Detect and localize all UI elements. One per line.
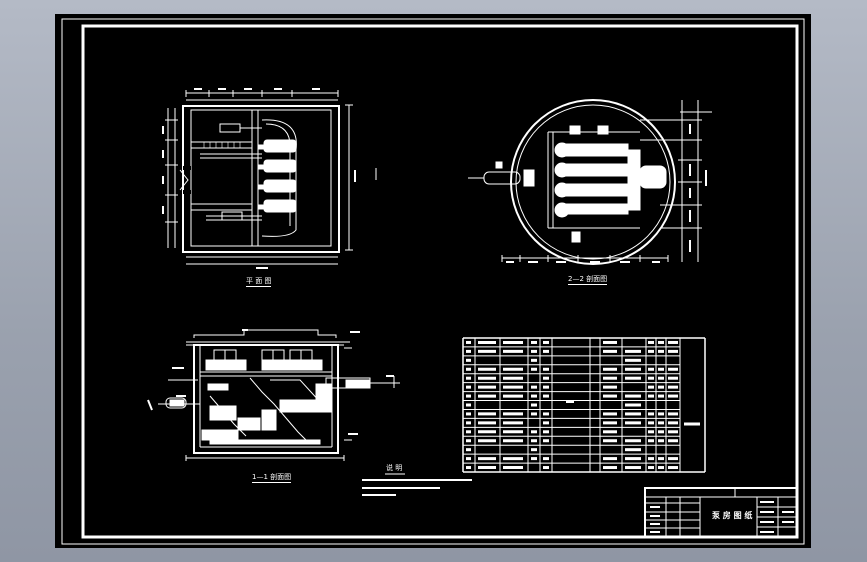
plan-pumps: [257, 139, 297, 213]
section-2-2-dimension-text: [506, 124, 707, 263]
section-1-1-view: [158, 329, 400, 461]
outer-border: [61, 18, 805, 545]
section-1-1-dimension-text: [147, 329, 394, 435]
section-1-1-caption: 1—1 剖面图: [252, 473, 292, 483]
section-2-2-pumps: [495, 125, 667, 243]
section-2-2-view: [468, 99, 712, 265]
section-1-1-equipment: [169, 359, 371, 445]
title-block-text: [650, 501, 794, 533]
inner-border: [81, 24, 799, 539]
notes-text-lines: [362, 473, 472, 496]
equipment-table: [462, 337, 706, 473]
drawing-sheet: [55, 14, 811, 548]
notes-heading: 说 明: [386, 464, 403, 472]
section-2-2-caption: 2—2 剖面图: [568, 275, 608, 285]
plan-dimension-text: [162, 88, 356, 269]
plan-view-caption: 平 面 图: [246, 277, 272, 287]
plan-view: [165, 90, 377, 265]
title-block: [644, 487, 798, 538]
drawing-title: 泵 房 图 纸: [712, 511, 753, 520]
